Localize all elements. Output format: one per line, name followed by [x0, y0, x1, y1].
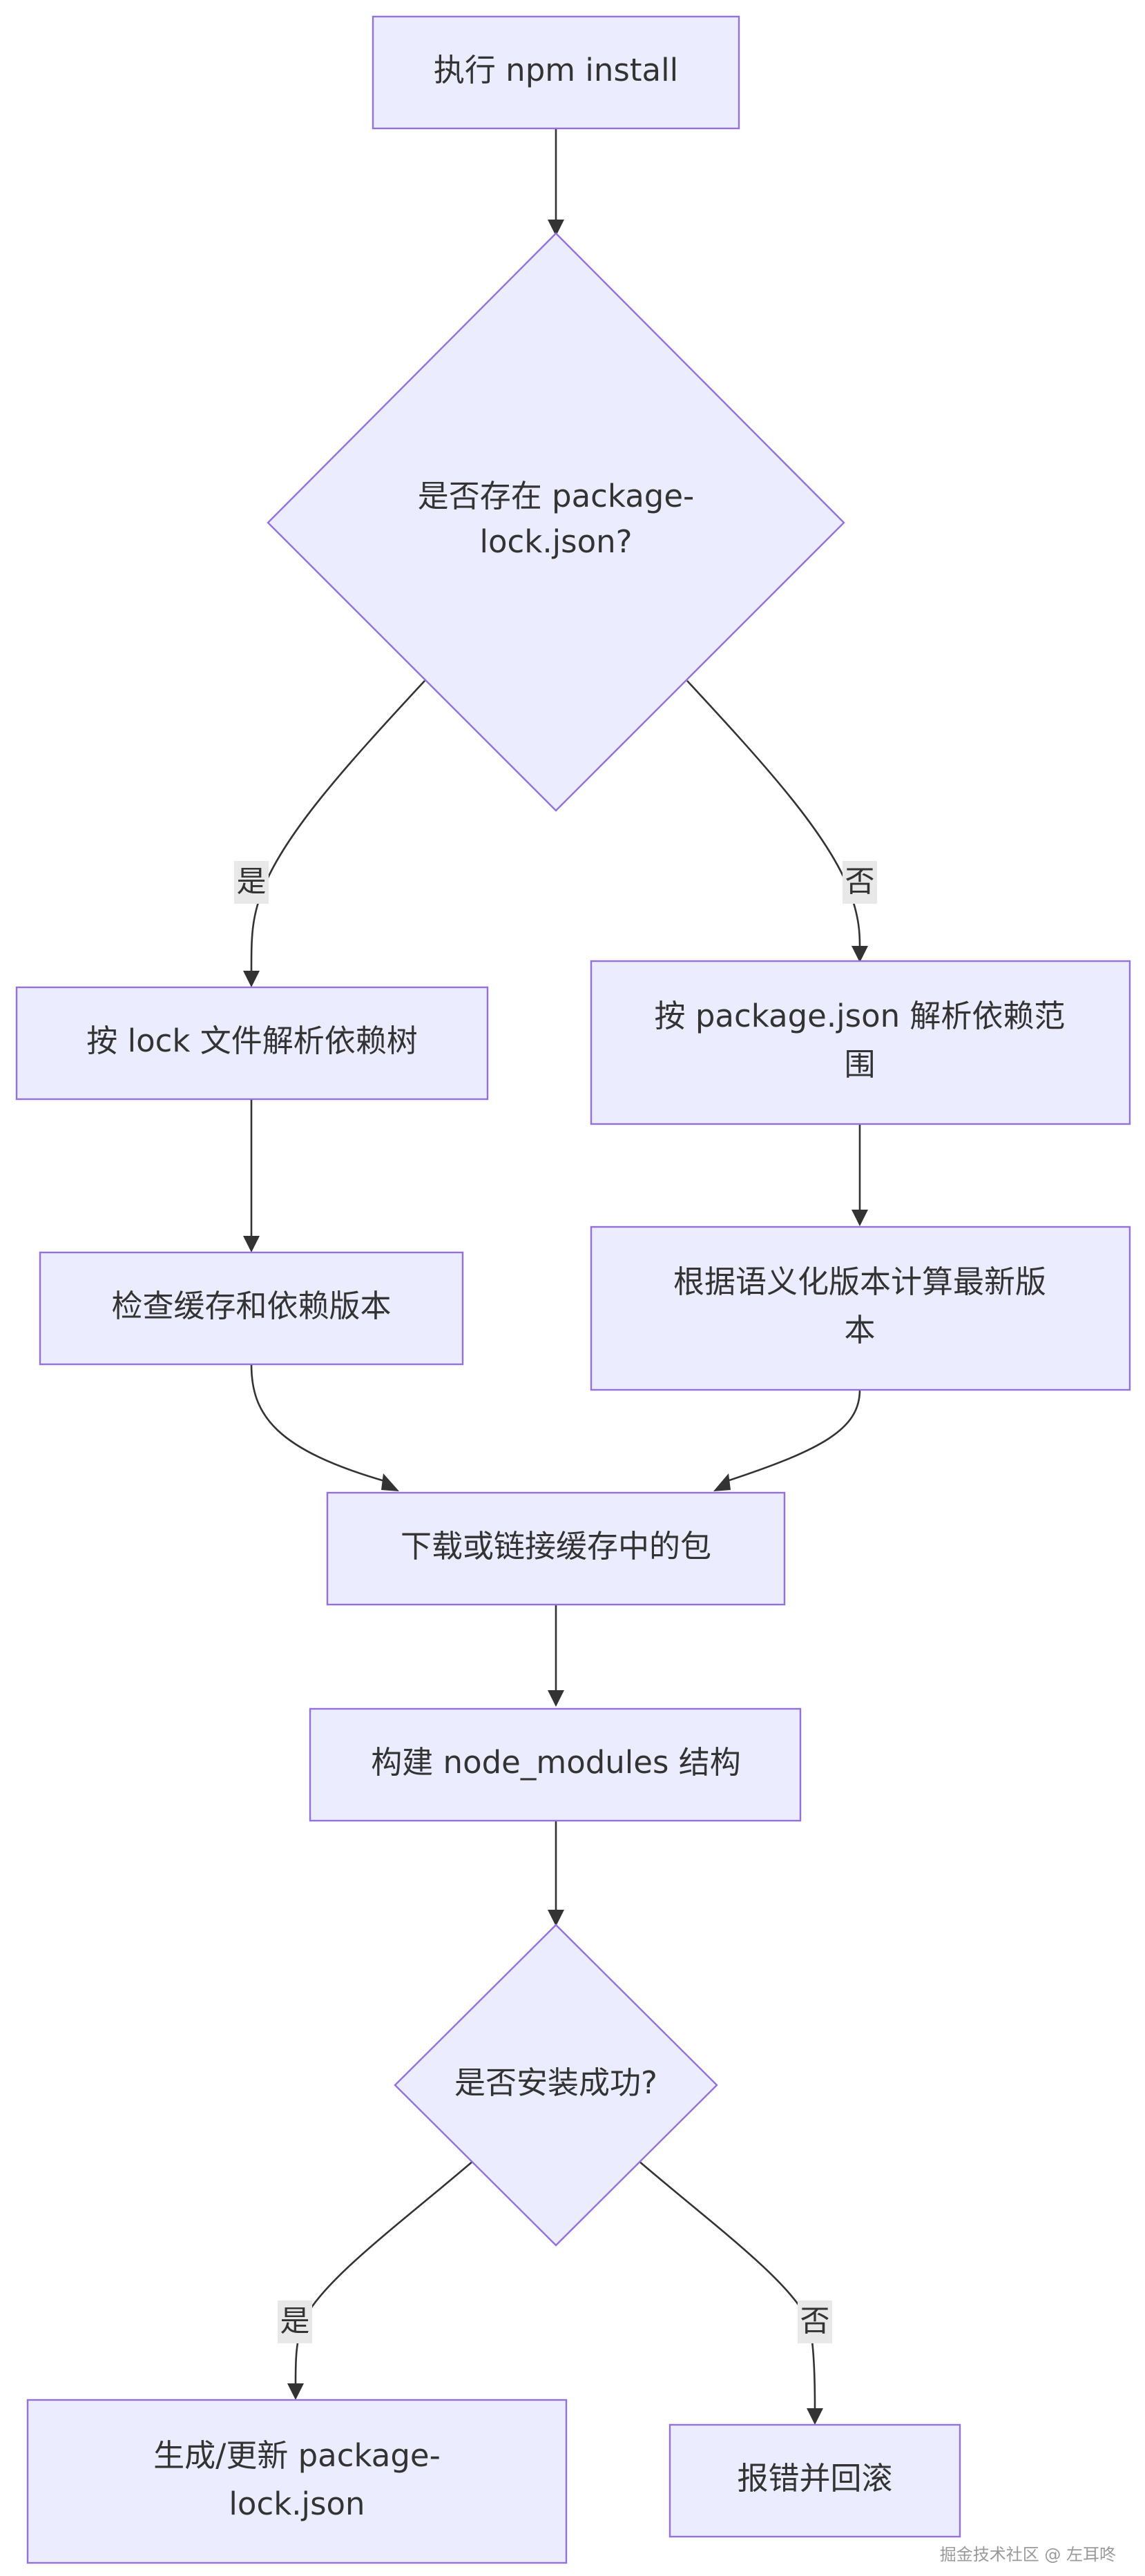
arrowhead-install-ok [548, 1910, 564, 1926]
node-parse-pkg: 按 package.json 解析依赖范 围 [590, 960, 1131, 1125]
node-parse-lock-label: 按 lock 文件解析依赖树 [86, 1023, 417, 1059]
edge-check-cache-to-download [250, 1364, 387, 1483]
edge-labels: 是 否 是 否 [234, 861, 877, 2343]
arrowhead-has-lock [548, 220, 564, 236]
edge-label-lock-yes: 是 [237, 865, 267, 900]
edge-semver-to-download [724, 1389, 861, 1483]
node-start: 执行 npm install [372, 15, 740, 130]
node-semver-calc-label-line2: 本 [844, 1312, 875, 1348]
node-parse-pkg-label-line2: 围 [844, 1046, 875, 1083]
node-parse-pkg-label-line1: 按 package.json 解析依赖范 [655, 998, 1066, 1034]
node-has-lock: 是否存在 package- lock.json? [267, 232, 845, 812]
node-check-cache: 检查缓存和依赖版本 [39, 1251, 464, 1366]
node-build-modules: 构建 node_modules 结构 [309, 1707, 802, 1822]
edge-label-bg-lock-no [843, 861, 877, 904]
node-download: 下载或链接缓存中的包 [326, 1491, 786, 1606]
node-download-label: 下载或链接缓存中的包 [401, 1528, 711, 1565]
arrowhead-update-lock [287, 2383, 304, 2400]
arrowhead-check-cache [243, 1236, 260, 1252]
watermark: 掘金技术社区 @ 左耳咚 [939, 2545, 1116, 2564]
edges [243, 128, 868, 2425]
node-has-lock-label-line1: 是否存在 package- [418, 478, 695, 514]
edge-install-ok-no [638, 2160, 816, 2409]
node-install-ok: 是否安装成功? [394, 1924, 718, 2247]
node-build-modules-label: 构建 node_modules 结构 [371, 1744, 741, 1781]
node-update-lock: 生成/更新 package- lock.json [26, 2399, 568, 2564]
arrowhead-parse-lock [243, 971, 260, 987]
node-rollback-label: 报错并回滚 [737, 2460, 892, 2497]
edge-label-install-no: 否 [800, 2305, 830, 2339]
edge-label-lock-no: 否 [845, 865, 875, 900]
arrowhead-rollback [807, 2408, 823, 2425]
node-semver-calc: 根据语义化版本计算最新版 本 [590, 1226, 1131, 1391]
node-semver-calc-label-line1: 根据语义化版本计算最新版 [673, 1263, 1046, 1300]
edge-install-ok-yes [294, 2160, 474, 2384]
arrowhead-download-left [381, 1473, 399, 1491]
edge-label-bg-install-no [798, 2301, 832, 2343]
node-parse-lock: 按 lock 文件解析依赖树 [15, 986, 489, 1101]
edge-has-lock-no [686, 680, 861, 947]
arrowhead-build [548, 1690, 564, 1707]
node-rollback: 报错并回滚 [668, 2423, 961, 2538]
edge-label-bg-install-yes [278, 2301, 312, 2343]
arrowhead-download-right [713, 1473, 731, 1491]
arrowhead-semver [851, 1210, 868, 1226]
node-has-lock-label-line2: lock.json? [479, 523, 632, 560]
edge-label-install-yes: 是 [280, 2305, 310, 2339]
node-update-lock-label-line2: lock.json [229, 2486, 365, 2522]
node-check-cache-label: 检查缓存和依赖版本 [111, 1288, 391, 1324]
node-install-ok-label: 是否安装成功? [454, 2064, 657, 2101]
edge-label-bg-lock-yes [234, 861, 269, 904]
edge-has-lock-yes [250, 680, 425, 971]
node-start-label: 执行 npm install [434, 52, 678, 88]
arrowhead-parse-pkg [851, 946, 868, 962]
node-update-lock-label-line1: 生成/更新 package- [153, 2437, 441, 2474]
